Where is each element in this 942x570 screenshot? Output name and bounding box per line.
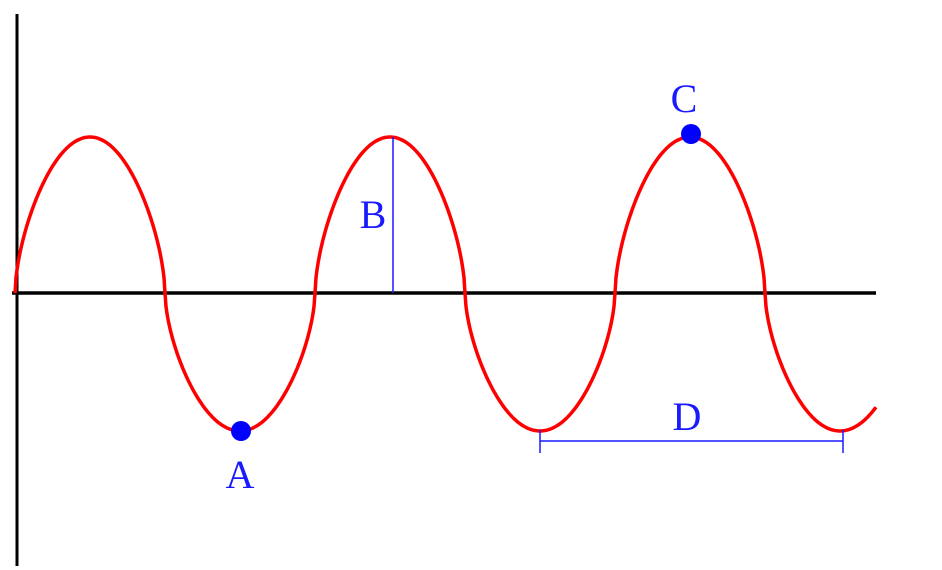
label-a: A [226,452,255,497]
wavelength-bracket [539,430,844,453]
label-c: C [671,76,698,121]
label-d: D [673,394,702,439]
crest-point-c [681,124,701,144]
trough-point-a [231,421,251,441]
label-b: B [360,192,387,237]
wave-curve [13,135,878,433]
